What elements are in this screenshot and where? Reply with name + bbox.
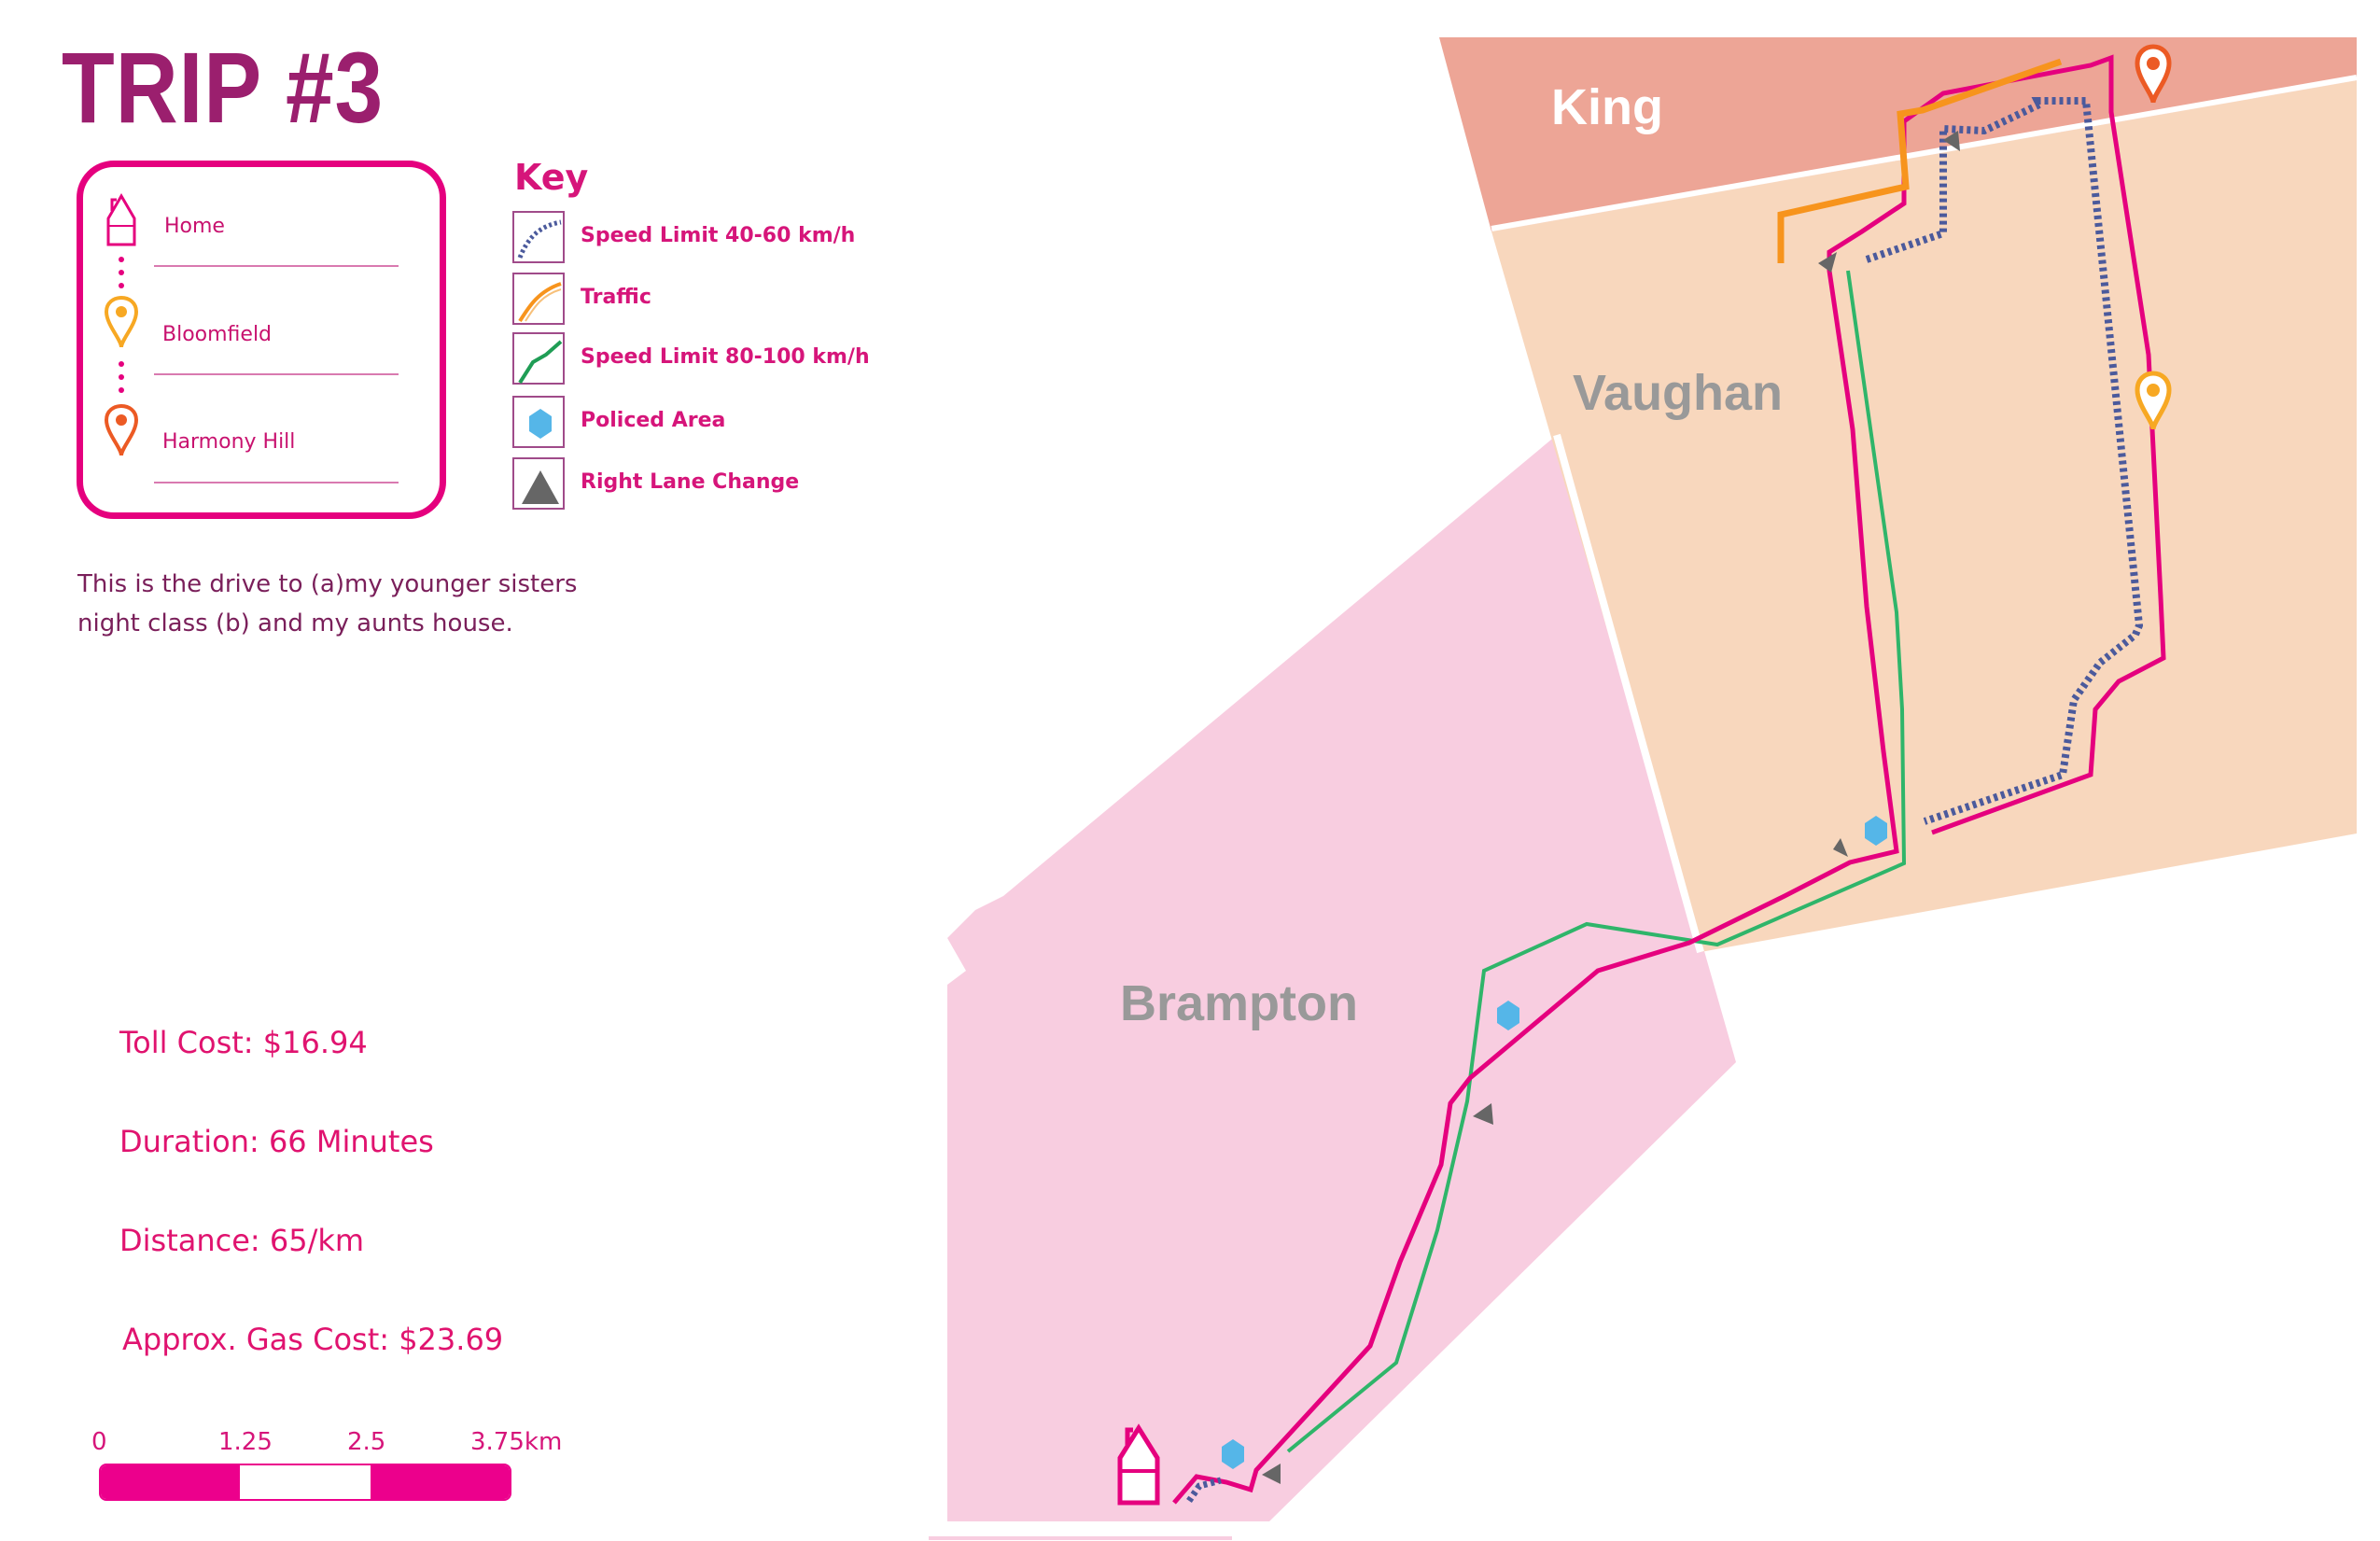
bloomfield-pin-icon <box>104 296 139 348</box>
orange-line-icon <box>512 273 565 325</box>
stop-underline <box>154 482 399 483</box>
route-speed-40-60-start <box>1186 1477 1222 1503</box>
key-label: Speed Limit 80-100 km/h <box>581 345 870 369</box>
scale-tick: 3.75km <box>470 1428 563 1456</box>
page-title: TRIP #3 <box>62 31 385 144</box>
region-label-brampton: Brampton <box>1120 975 1358 1031</box>
stop-underline <box>154 373 399 375</box>
dotted-line-icon <box>512 211 565 263</box>
key-label: Policed Area <box>581 409 726 432</box>
route-main <box>1172 54 2166 1505</box>
key-label: Right Lane Change <box>581 470 800 494</box>
green-line-icon <box>512 332 565 385</box>
right-lane-change-marker <box>1833 838 1848 857</box>
scale-bar-graphic <box>99 1464 511 1501</box>
police-hexagon-icon <box>512 396 565 448</box>
scale-tick: 1.25 <box>218 1428 273 1456</box>
dotted-connector <box>119 257 124 393</box>
route-speed-80-100 <box>1286 270 1907 1453</box>
stop-underline <box>154 265 399 267</box>
gas-cost: Approx. Gas Cost: $23.69 <box>122 1322 504 1357</box>
key-title: Key <box>514 157 589 198</box>
harmony-hill-pin-icon <box>2135 44 2172 104</box>
right-lane-change-marker <box>1473 1103 1493 1125</box>
key-label: Speed Limit 40-60 km/h <box>581 224 856 247</box>
scale-tick: 0 <box>91 1428 107 1456</box>
policed-area-marker <box>1497 1001 1519 1030</box>
bloomfield-pin-icon <box>2135 371 2172 430</box>
right-lane-change-marker <box>1262 1464 1281 1484</box>
region-brampton <box>947 435 1736 1521</box>
distance: Distance: 65/km <box>119 1223 365 1258</box>
scale-tick: 2.5 <box>347 1428 386 1456</box>
boundary-brampton-vaughan <box>1553 433 1704 954</box>
region-king <box>1439 37 2357 231</box>
stops-legend <box>77 161 446 519</box>
boundary-king-vaughan <box>1491 75 2358 231</box>
scale-bar: 0 1.25 2.5 3.75km <box>91 1428 562 1503</box>
policed-area-marker <box>1865 816 1887 846</box>
right-lane-change-marker <box>1943 131 1960 151</box>
policed-area-marker <box>1222 1439 1244 1469</box>
duration: Duration: 66 Minutes <box>119 1124 434 1159</box>
toll-cost: Toll Cost: $16.94 <box>119 1025 368 1060</box>
triangle-icon <box>512 457 565 510</box>
harmony-hill-pin-icon <box>104 404 139 456</box>
stop-label-harmony-hill: Harmony Hill <box>162 430 296 454</box>
home-marker-icon <box>1117 1423 1160 1506</box>
right-lane-change-marker <box>1818 252 1837 273</box>
trip-description: This is the drive to (a)my younger siste… <box>77 570 578 637</box>
scale-segment <box>239 1465 371 1499</box>
stop-label-bloomfield: Bloomfield <box>162 323 273 346</box>
region-label-vaughan: Vaughan <box>1573 365 1784 421</box>
stops-icons <box>104 193 139 456</box>
key-label: Traffic <box>581 286 651 309</box>
region-label-king: King <box>1551 79 1663 135</box>
stop-label-home: Home <box>164 215 225 238</box>
route-traffic <box>1777 58 2063 263</box>
home-icon <box>106 193 136 246</box>
scale-segment <box>371 1465 510 1499</box>
scale-segment <box>101 1465 240 1499</box>
